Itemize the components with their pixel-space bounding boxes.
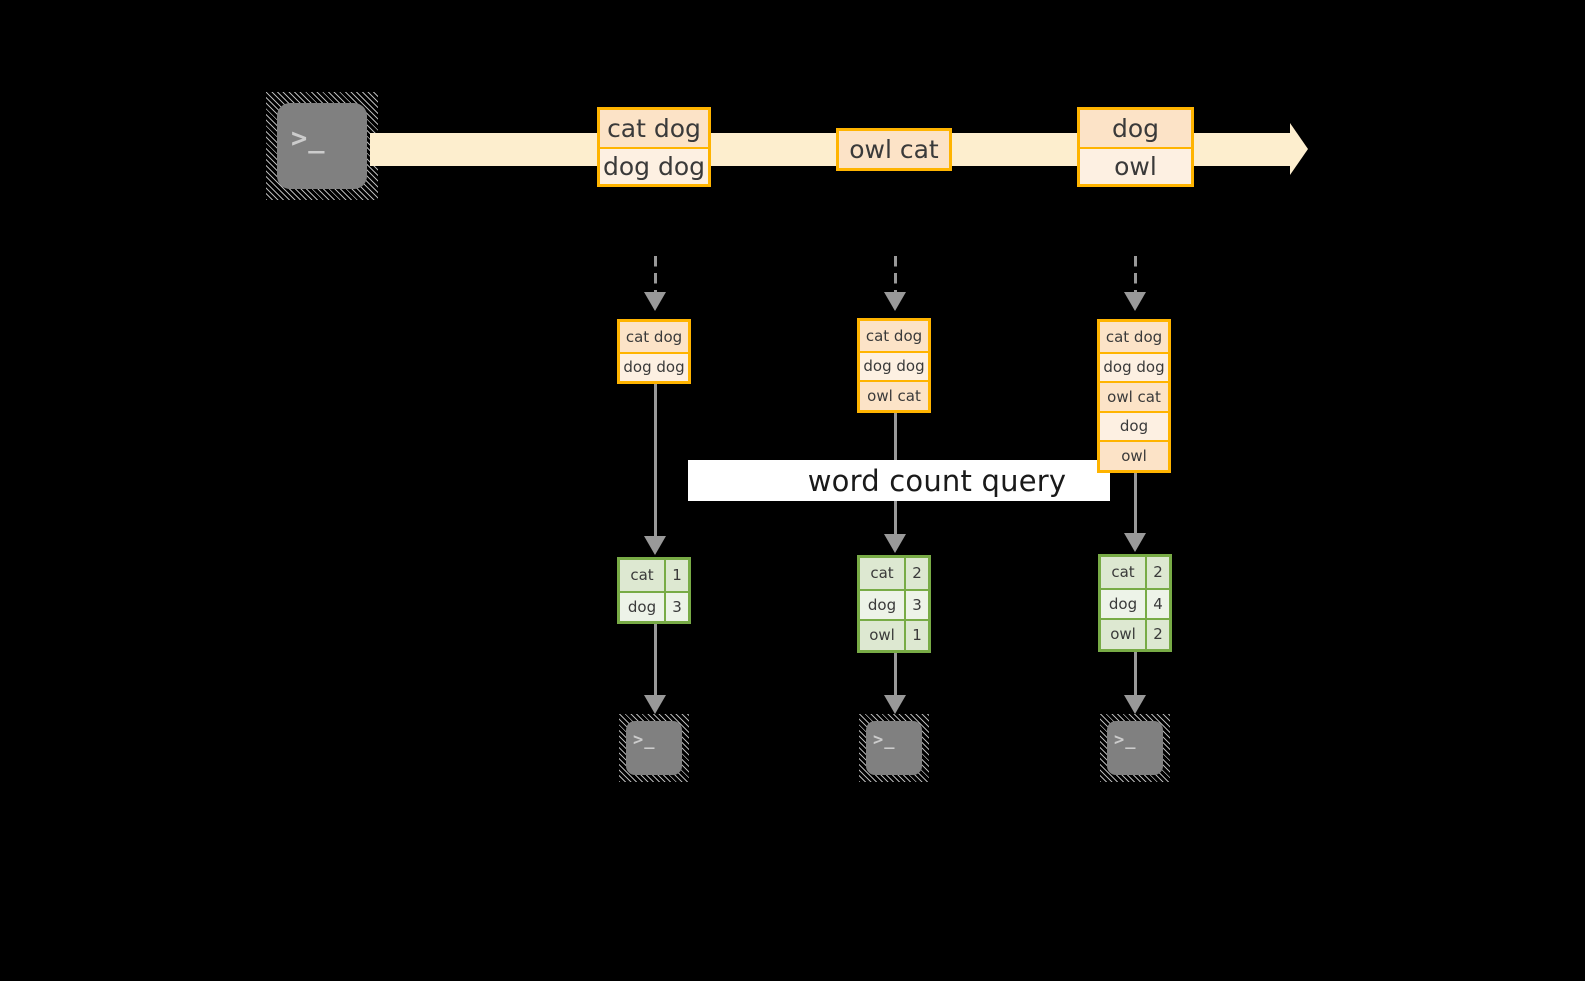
input-table-row: dog dog — [1100, 351, 1168, 381]
input-table-row: dog — [1100, 410, 1168, 440]
sink-terminal-body: >_ — [866, 721, 922, 775]
result-count: 2 — [904, 558, 928, 589]
query-connector-arrowhead-1 — [644, 536, 666, 555]
sink-terminal-glyph: >_ — [1114, 730, 1137, 750]
result-table-2: cat 2 dog 3 owl 1 — [857, 555, 931, 653]
query-label-band: word count query — [688, 460, 1110, 501]
sink-connector-2 — [894, 650, 897, 702]
result-table-row: dog 3 — [860, 588, 928, 619]
result-word: cat — [620, 560, 664, 591]
sink-connector-arrowhead-3 — [1124, 695, 1146, 714]
trigger-tick-2 — [894, 256, 897, 294]
trigger-tick-arrowhead-2 — [884, 292, 906, 311]
result-table-row: cat 2 — [1101, 557, 1169, 588]
result-count: 1 — [664, 560, 688, 591]
result-word: owl — [860, 621, 904, 650]
result-table-row: owl 1 — [860, 619, 928, 650]
sink-connector-1 — [654, 620, 657, 702]
stream-record: owl — [1080, 147, 1191, 184]
sink-terminal-glyph: >_ — [873, 730, 896, 750]
result-table-1: cat 1 dog 3 — [617, 557, 691, 624]
trigger-tick-arrowhead-3 — [1124, 292, 1146, 311]
sink-terminal-icon-1: >_ — [619, 714, 689, 782]
sink-terminal-body: >_ — [1107, 721, 1163, 775]
stream-batch-3: dog owl — [1077, 107, 1194, 187]
result-table-row: dog 3 — [620, 590, 688, 621]
sink-connector-arrowhead-2 — [884, 695, 906, 714]
sink-terminal-icon-3: >_ — [1100, 714, 1170, 782]
result-table-row: owl 2 — [1101, 618, 1169, 649]
result-table-row: cat 2 — [860, 558, 928, 589]
result-word: owl — [1101, 620, 1145, 649]
query-connector-1 — [654, 382, 657, 546]
trigger-tick-3 — [1134, 256, 1137, 294]
result-word: dog — [620, 592, 664, 621]
stream-record: owl cat — [839, 131, 949, 168]
stream-record: dog dog — [600, 147, 708, 184]
result-word: dog — [860, 590, 904, 619]
result-table-3: cat 2 dog 4 owl 2 — [1098, 554, 1172, 652]
sink-terminal-glyph: >_ — [633, 730, 656, 750]
input-table-row: cat dog — [1100, 322, 1168, 352]
sink-connector-3 — [1134, 649, 1137, 702]
result-count: 3 — [664, 592, 688, 621]
result-word: dog — [1101, 589, 1145, 618]
query-connector-3 — [1134, 470, 1137, 546]
result-count: 3 — [904, 590, 928, 619]
query-connector-arrowhead-2 — [884, 534, 906, 553]
result-count: 1 — [904, 621, 928, 650]
query-connector-arrowhead-3 — [1124, 533, 1146, 552]
input-table-1: cat dog dog dog — [617, 319, 691, 384]
input-table-row: dog dog — [860, 350, 928, 380]
stream-record: cat dog — [600, 110, 708, 147]
stream-batch-1: cat dog dog dog — [597, 107, 711, 187]
source-terminal-icon: >_ — [266, 92, 378, 200]
input-table-row: owl — [1100, 440, 1168, 470]
input-table-row: owl cat — [860, 380, 928, 410]
input-table-row: owl cat — [1100, 381, 1168, 411]
sink-terminal-icon-2: >_ — [859, 714, 929, 782]
trigger-tick-1 — [654, 256, 657, 294]
result-table-row: cat 1 — [620, 560, 688, 591]
result-count: 2 — [1145, 557, 1169, 588]
query-label-text: word count query — [807, 463, 1067, 498]
input-table-2: cat dog dog dog owl cat — [857, 318, 931, 413]
source-terminal-body: >_ — [277, 103, 367, 189]
result-word: cat — [860, 558, 904, 589]
trigger-tick-arrowhead-1 — [644, 292, 666, 311]
sink-terminal-body: >_ — [626, 721, 682, 775]
source-terminal-glyph: >_ — [291, 123, 326, 154]
sink-connector-arrowhead-1 — [644, 695, 666, 714]
input-table-row: cat dog — [860, 321, 928, 351]
input-table-row: cat dog — [620, 322, 688, 352]
result-count: 4 — [1145, 589, 1169, 618]
input-table-3: cat dog dog dog owl cat dog owl — [1097, 319, 1171, 473]
input-table-row: dog dog — [620, 351, 688, 381]
stream-batch-2: owl cat — [836, 128, 952, 171]
result-table-row: dog 4 — [1101, 587, 1169, 618]
stream-record: dog — [1080, 110, 1191, 147]
result-word: cat — [1101, 557, 1145, 588]
result-count: 2 — [1145, 620, 1169, 649]
stream-arrow-head — [1290, 123, 1308, 175]
